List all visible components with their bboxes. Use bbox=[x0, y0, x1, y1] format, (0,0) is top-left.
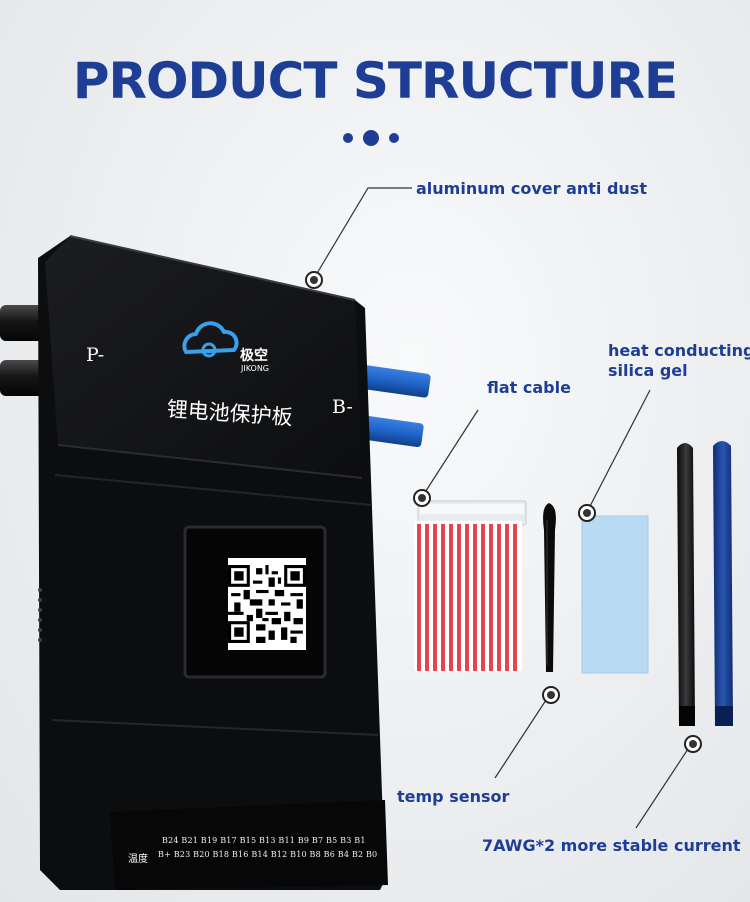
pin-labels-row-1: B24 B21 B19 B17 B15 B13 B11 B9 B7 B5 B3 … bbox=[162, 836, 366, 845]
callout-label-wire: 7AWG*2 more stable current bbox=[482, 836, 741, 855]
brand-name-en: JIKONG bbox=[241, 364, 270, 373]
page-title: PRODUCT STRUCTURE bbox=[72, 52, 678, 110]
callout-target-flat-cable bbox=[413, 489, 431, 507]
brand-name-cn: 极空 bbox=[240, 348, 268, 364]
dot-small-left bbox=[343, 133, 353, 143]
dot-small-right bbox=[389, 133, 399, 143]
b-cable-upper bbox=[354, 364, 431, 398]
terminal-p-label: P- bbox=[86, 344, 105, 366]
wire-blue-illustration bbox=[713, 441, 733, 726]
callout-label-cover: aluminum cover anti dust bbox=[416, 179, 647, 198]
callout-target-wire bbox=[684, 735, 702, 753]
callout-label-flat-cable: flat cable bbox=[487, 378, 571, 397]
silica-gel-pad bbox=[581, 515, 649, 674]
cloud-logo-icon bbox=[182, 321, 239, 358]
qr-code-icon bbox=[228, 558, 306, 650]
callout-label-temp-sensor: temp sensor bbox=[397, 787, 510, 806]
pin-labels-row-2: B+ B23 B20 B18 B16 B14 B12 B10 B8 B6 B4 … bbox=[158, 850, 378, 859]
terminal-b-label: B- bbox=[332, 396, 353, 418]
callout-target-temp-sensor bbox=[542, 686, 560, 704]
wire-black-illustration bbox=[677, 443, 695, 726]
callout-target-cover bbox=[305, 271, 323, 289]
callout-label-silica-gel-line2: silica gel bbox=[608, 361, 688, 380]
callout-label-silica-gel-line1: heat conducting bbox=[608, 341, 750, 360]
callout-target-silica-gel bbox=[578, 504, 596, 522]
dot-large-center bbox=[363, 130, 379, 146]
temp-sensor-illustration bbox=[543, 503, 556, 672]
temp-label-cn: 温度 bbox=[128, 854, 148, 865]
flat-cable-illustration bbox=[414, 500, 527, 671]
